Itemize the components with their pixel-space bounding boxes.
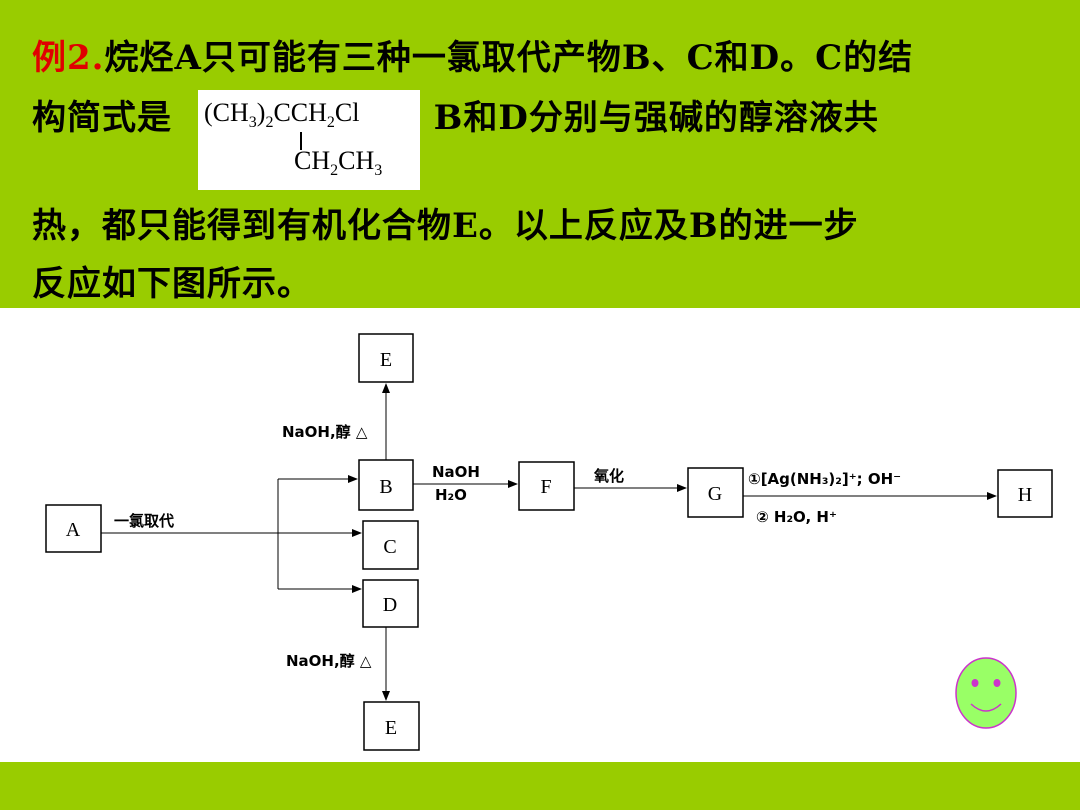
svg-text:F: F [540,476,551,498]
condition-g-to-h-1: ①[Ag(NH₃)₂]⁺; OH⁻ [748,470,901,488]
problem-label: 例2. [32,38,105,78]
footer-band [0,762,1080,810]
node-b: B [358,459,414,511]
problem-text-3: 热，都只能得到有机化合物E。以上反应及B的进一步 [32,206,859,246]
node-d: D [362,579,419,628]
condition-b-to-f-2: H₂O [435,486,467,504]
svg-text:D: D [383,594,397,616]
node-f: F [518,461,575,511]
svg-text:G: G [708,483,722,505]
problem-text-2a: 构简式是 [32,98,172,138]
formula-row-2: CH2CH3 [294,146,383,180]
svg-text:B: B [379,476,392,498]
problem-text-1: 烷烃A只可能有三种一氯取代产物B、C和D。C的结 [104,38,914,78]
condition-b-to-e: NaOH,醇 △ [282,423,368,441]
problem-line-4: 反应如下图所示。 [32,256,312,305]
svg-text:C: C [383,536,396,558]
condition-d-to-e: NaOH,醇 △ [286,652,372,670]
svg-text:H: H [1018,484,1032,506]
smiley-icon [955,657,1017,729]
header-band [0,0,1080,308]
arrow-a-to-bcd [101,475,362,593]
svg-text:E: E [385,717,397,739]
problem-line-3: 热，都只能得到有机化合物E。以上反应及B的进一步 [32,198,859,247]
structural-formula: (CH3)2CCH2Cl CH2CH3 [198,90,420,190]
svg-text:A: A [66,519,81,541]
node-e-top: E [358,333,414,383]
node-g: G [687,467,744,518]
condition-g-to-h-2: ② H₂O, H⁺ [756,508,837,526]
problem-text-4: 反应如下图所示。 [32,264,312,304]
condition-b-to-f-1: NaOH [432,463,480,481]
problem-text-2b: . B和D分别与强碱的醇溶液共 [408,98,879,138]
problem-line-1: 例2.烷烃A只可能有三种一氯取代产物B、C和D。C的结 [32,30,913,79]
node-e-bottom: E [363,701,420,751]
problem-line-2: 构简式是 . B和D分别与强碱的醇溶液共 [32,90,879,139]
formula-bond [300,132,302,150]
condition-oxidation: 氧化 [593,467,624,485]
condition-chlorination: 一氯取代 [114,512,174,530]
node-a: A [45,504,102,553]
node-h: H [997,469,1053,518]
formula-row-1: (CH3)2CCH2Cl [204,98,360,132]
svg-text:E: E [380,349,392,371]
node-c: C [362,520,419,570]
